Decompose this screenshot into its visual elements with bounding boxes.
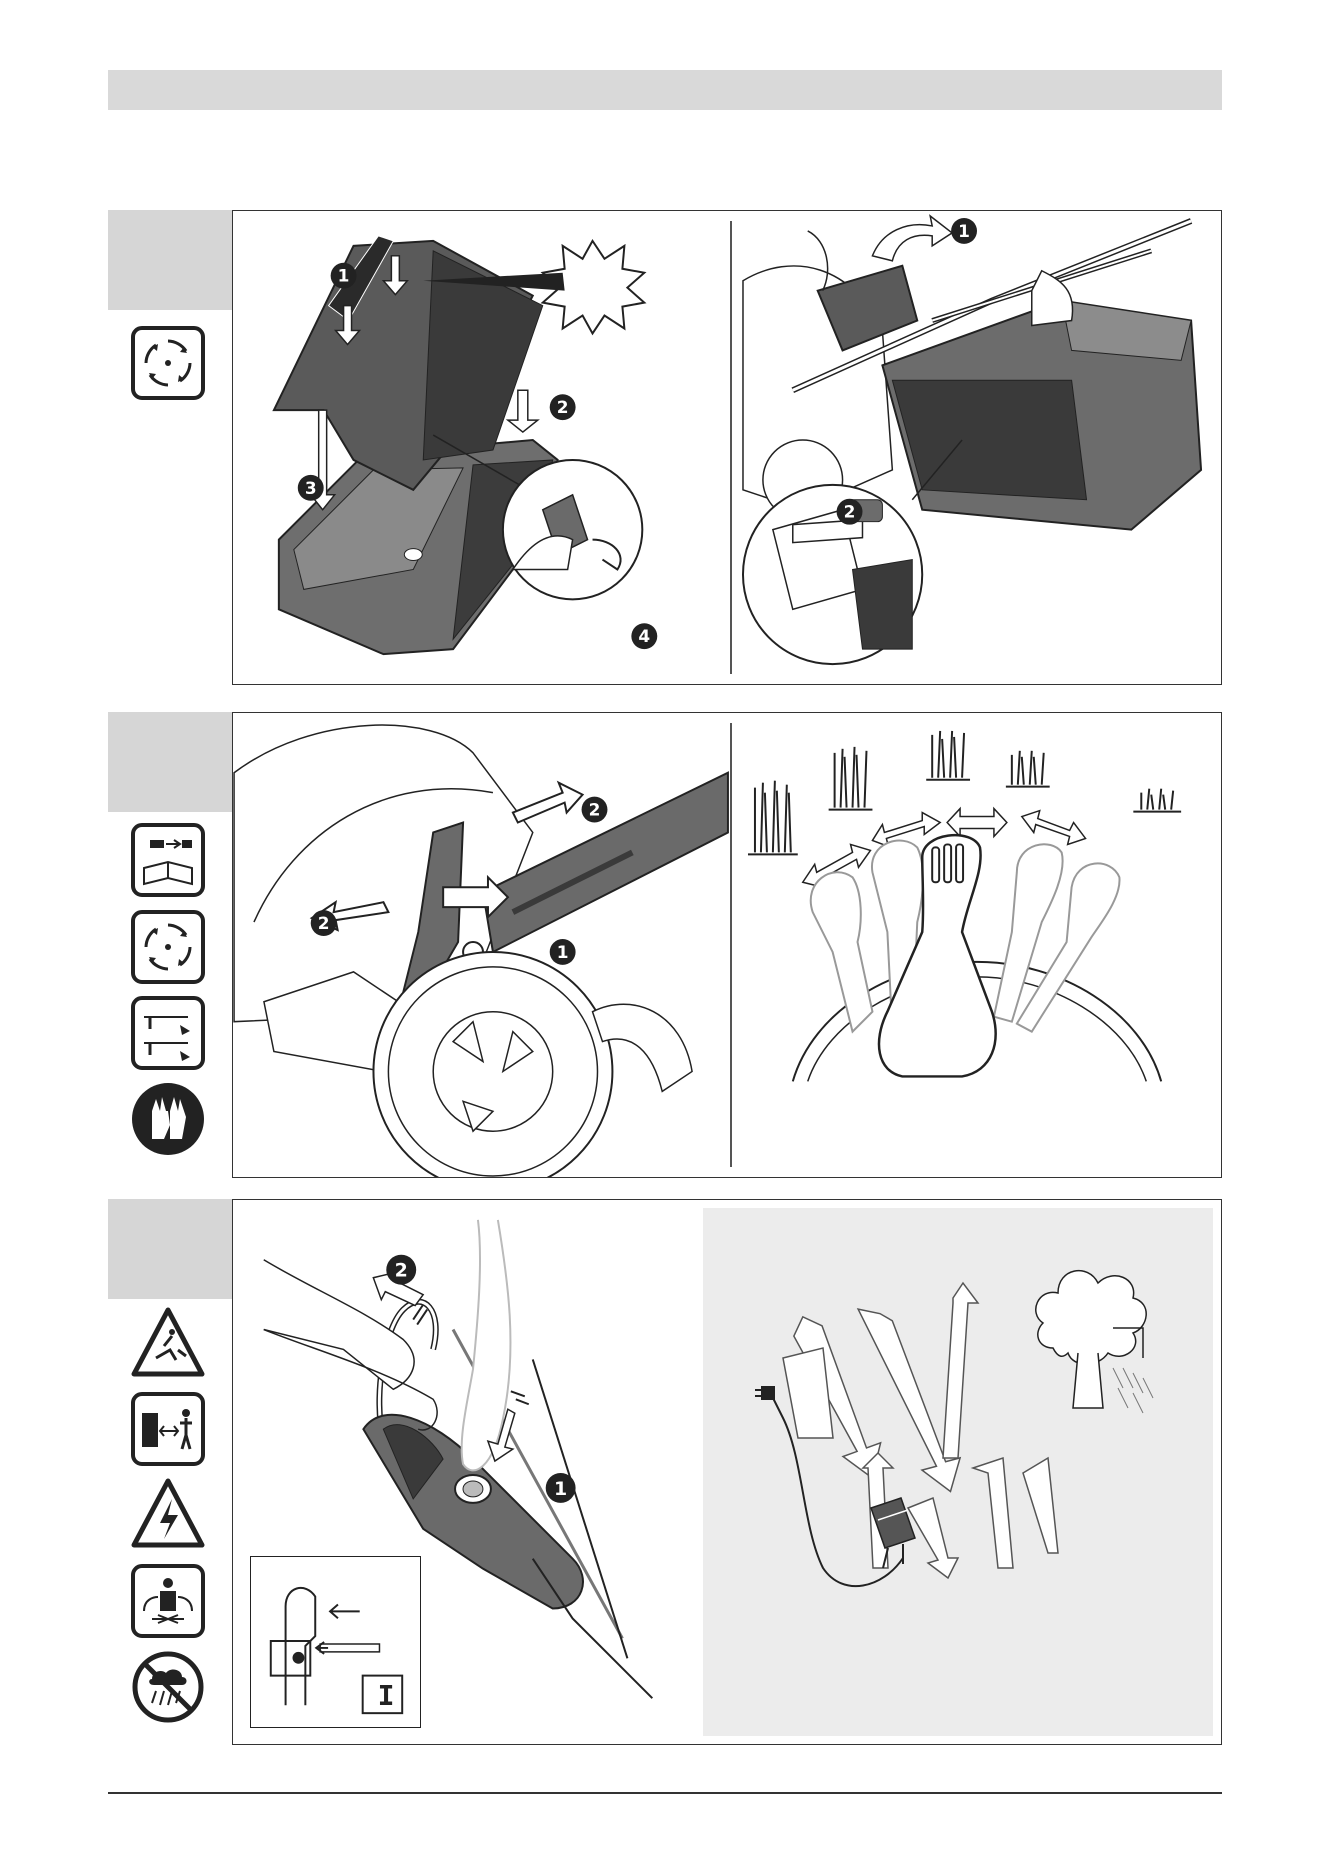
step-number-2: 2 [844,502,856,522]
page-footer-rule [108,1792,1222,1794]
step-number-2: 2 [395,1260,408,1282]
illustration-frame: 1 2 3 4 [232,210,1222,685]
step-number-1: 1 [958,221,970,241]
step-number-2: 2 [318,913,330,933]
switch-on-label: I [368,1679,404,1713]
illustration-frame: 2 1 I [232,1199,1222,1745]
section-grass-box-assembly: 1 2 3 4 [108,210,1222,685]
step-number-3: 3 [305,478,317,498]
thrown-objects-warning-icon [130,1306,206,1382]
section-tab [108,1199,232,1299]
section-tab [108,210,232,310]
cutting-height-positions-illustration [732,713,1222,1177]
switch-on-illustration: 2 1 I [233,1200,698,1744]
electric-shock-warning-icon [130,1477,206,1553]
no-rain-icon [130,1649,206,1725]
mowing-pattern-illustration [703,1208,1213,1736]
step-number-2: 2 [557,397,569,417]
illustration-frame: 2 2 1 [232,712,1222,1178]
step-number-1: 1 [557,942,569,962]
step-number-4: 4 [638,626,650,646]
rotating-blade-icon [130,909,206,985]
rotating-blade-icon [130,325,206,401]
section-operation: 2 1 I [108,1199,1222,1745]
gloves-icon [130,1081,206,1157]
height-lever-illustration: 2 2 1 [233,713,729,1177]
step-number-1: 1 [554,1478,567,1500]
read-manual-unplug-icon [130,822,206,898]
switch-diagram-inset: I [250,1556,421,1728]
step-number-1: 1 [338,266,350,286]
section-height-adjustment: 2 2 1 [108,712,1222,1178]
grass-box-attach-illustration: 1 2 [732,211,1222,684]
step-number-2: 2 [589,800,601,820]
bystanders-warning-icon [130,1563,206,1639]
keep-distance-icon [130,1391,206,1467]
page-header-bar [108,70,1222,110]
section-tab [108,712,232,812]
grass-box-assembly-illustration: 1 2 3 4 [233,211,729,684]
adjust-settings-icon [130,995,206,1071]
